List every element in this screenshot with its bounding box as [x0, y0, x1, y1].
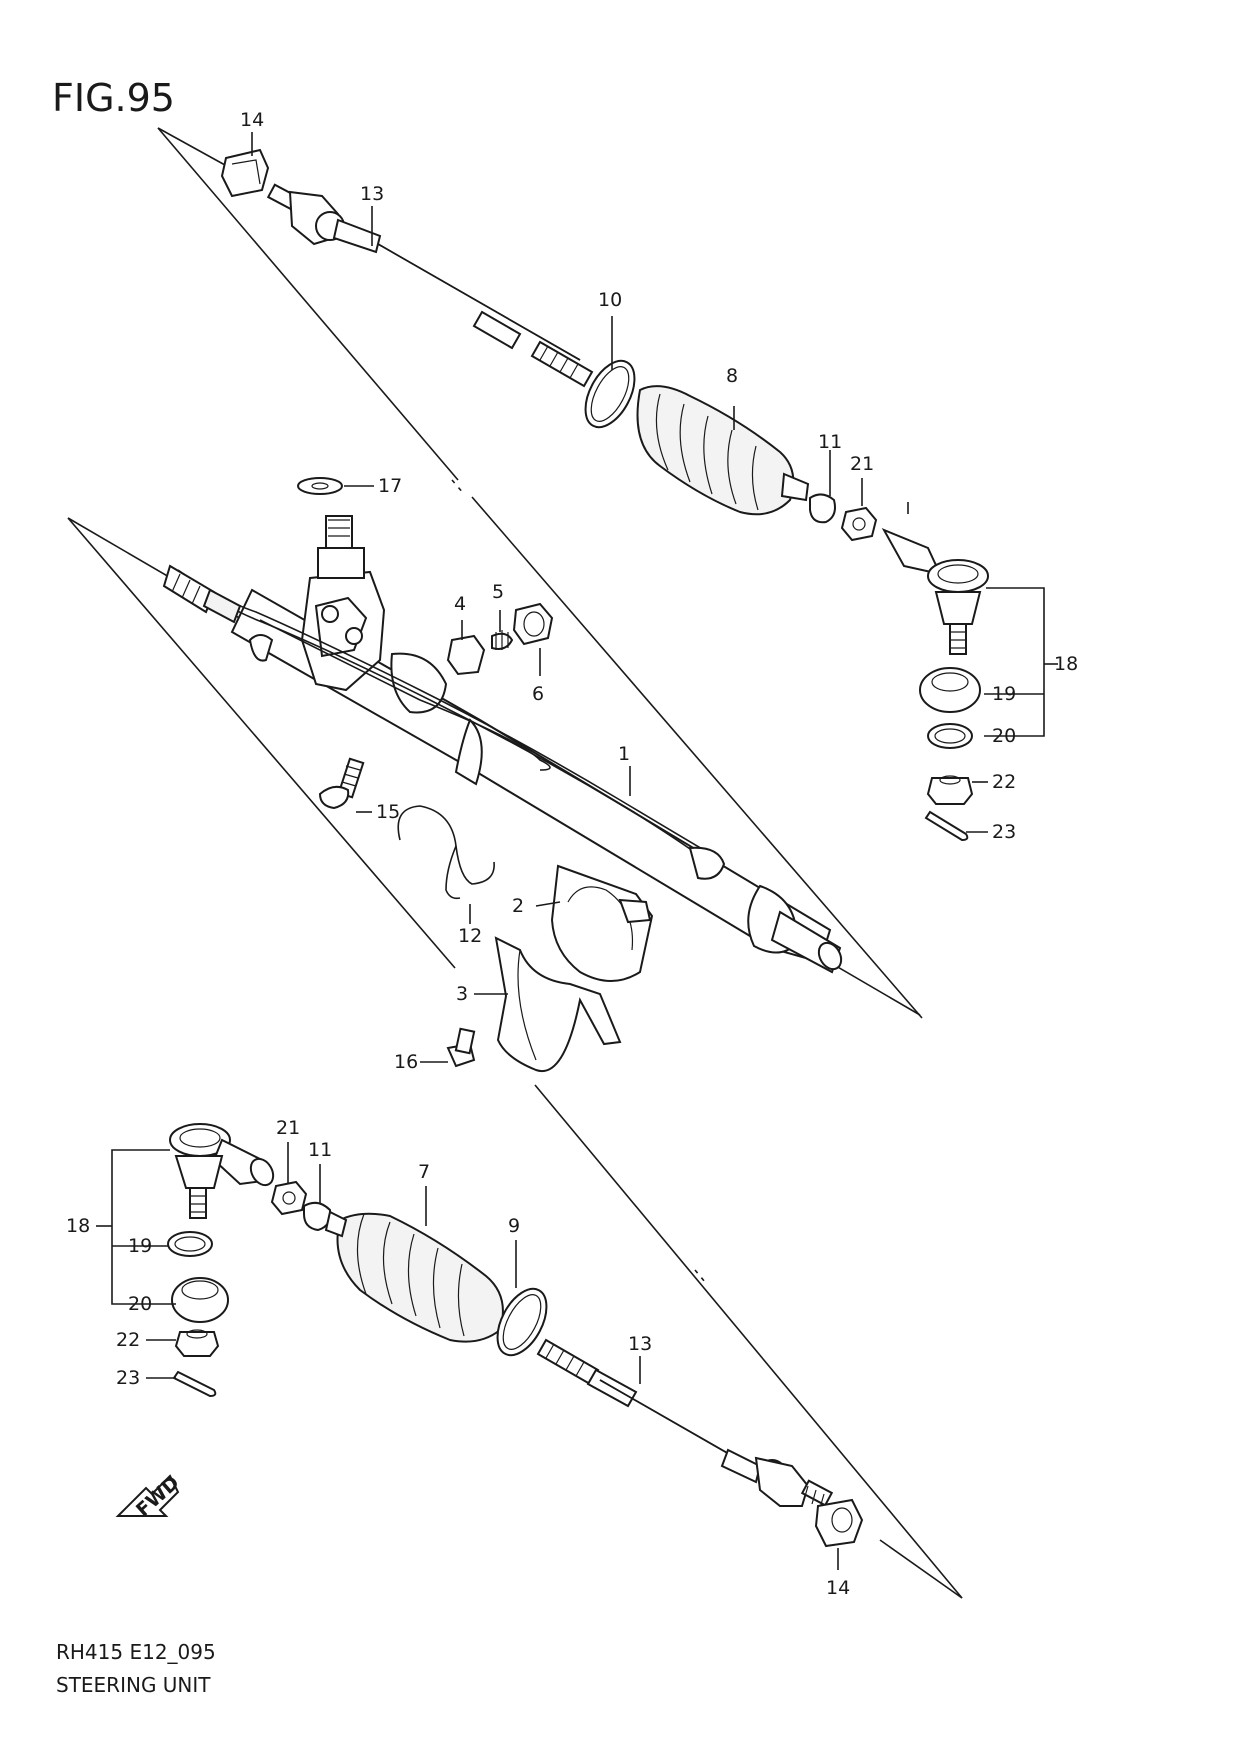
callout-20-lower: 20 — [128, 1293, 152, 1315]
callout-12: 12 — [458, 925, 482, 947]
callout-14-lower: 14 — [826, 1577, 850, 1599]
callout-13-upper: 13 — [360, 183, 384, 205]
spring-5 — [491, 630, 514, 650]
callout-21-lower: 21 — [276, 1117, 300, 1139]
boot-8 — [636, 385, 810, 516]
boot-7 — [324, 1210, 504, 1343]
lock-washer-upper — [220, 148, 270, 198]
callout-15: 15 — [376, 801, 400, 823]
callout-5: 5 — [492, 581, 504, 603]
leader-lines — [96, 132, 1058, 1570]
callout-3: 3 — [456, 983, 468, 1005]
tie-rod-end-upper — [881, 527, 989, 655]
callout-23-lower: 23 — [116, 1367, 140, 1389]
nut-21-upper — [840, 506, 878, 542]
dust-seal-19-upper — [919, 667, 981, 713]
callout-10: 10 — [598, 289, 622, 311]
nut-21-lower — [270, 1180, 308, 1216]
callout-11-lower: 11 — [308, 1139, 332, 1161]
callout-21-upper: 21 — [850, 453, 874, 475]
washer-17 — [297, 477, 343, 495]
cotter-pin-23-upper — [924, 810, 969, 842]
callout-1: 1 — [618, 743, 630, 765]
callout-11-upper: 11 — [818, 431, 842, 453]
guide-lines — [67, 127, 963, 1599]
tie-rod-end-lower — [169, 1123, 275, 1219]
figure-title: FIG.95 — [52, 76, 175, 120]
callout-23-upper: 23 — [992, 821, 1016, 843]
bracket-3 — [494, 936, 622, 1073]
callout-20-upper: 20 — [992, 725, 1016, 747]
ring-20-lower — [171, 1277, 229, 1323]
tie-rod-upper — [266, 183, 594, 388]
diagram-code: RH415 E12_095 — [56, 1640, 216, 1664]
castle-nut-22-upper — [926, 775, 974, 805]
callout-22-lower: 22 — [116, 1329, 140, 1351]
diagram-name: STEERING UNIT — [56, 1673, 211, 1697]
callout-16: 16 — [394, 1051, 418, 1073]
callout-13-lower: 13 — [628, 1333, 652, 1355]
callout-22-upper: 22 — [992, 771, 1016, 793]
callout-6: 6 — [532, 683, 544, 705]
callout-numbers: 14 13 10 8 11 21 18 19 20 22 23 17 4 5 6… — [66, 109, 1078, 1599]
callout-19-upper: 19 — [992, 683, 1016, 705]
clip-11-upper — [809, 493, 836, 524]
lock-washer-lower — [814, 1498, 864, 1548]
clamp-10 — [584, 359, 636, 429]
cotter-pin-23-lower — [172, 1370, 217, 1398]
yoke-4 — [446, 634, 486, 676]
callout-9: 9 — [508, 1215, 520, 1237]
callout-17: 17 — [378, 475, 402, 497]
ring-20-upper — [927, 723, 973, 749]
tie-rod-lower — [536, 1338, 834, 1509]
adjust-screw-6 — [512, 602, 554, 646]
bolt-15 — [318, 757, 365, 810]
bolt-16 — [446, 1027, 476, 1068]
clip-12 — [397, 805, 495, 900]
callout-14-upper: 14 — [240, 109, 264, 131]
callout-18-upper: 18 — [1054, 653, 1078, 675]
dust-seal-19-lower — [167, 1231, 213, 1257]
callout-2: 2 — [512, 895, 524, 917]
callout-8: 8 — [726, 365, 738, 387]
steering-gear-body — [162, 515, 843, 974]
callout-18-lower: 18 — [66, 1215, 90, 1237]
callout-19-lower: 19 — [128, 1235, 152, 1257]
castle-nut-22-lower — [174, 1329, 220, 1357]
callout-4: 4 — [454, 593, 466, 615]
mount-rubber-2 — [550, 864, 654, 982]
forward-arrow-icon: FWD — [115, 1472, 184, 1521]
clamp-9 — [496, 1287, 548, 1357]
callout-7: 7 — [418, 1161, 430, 1183]
